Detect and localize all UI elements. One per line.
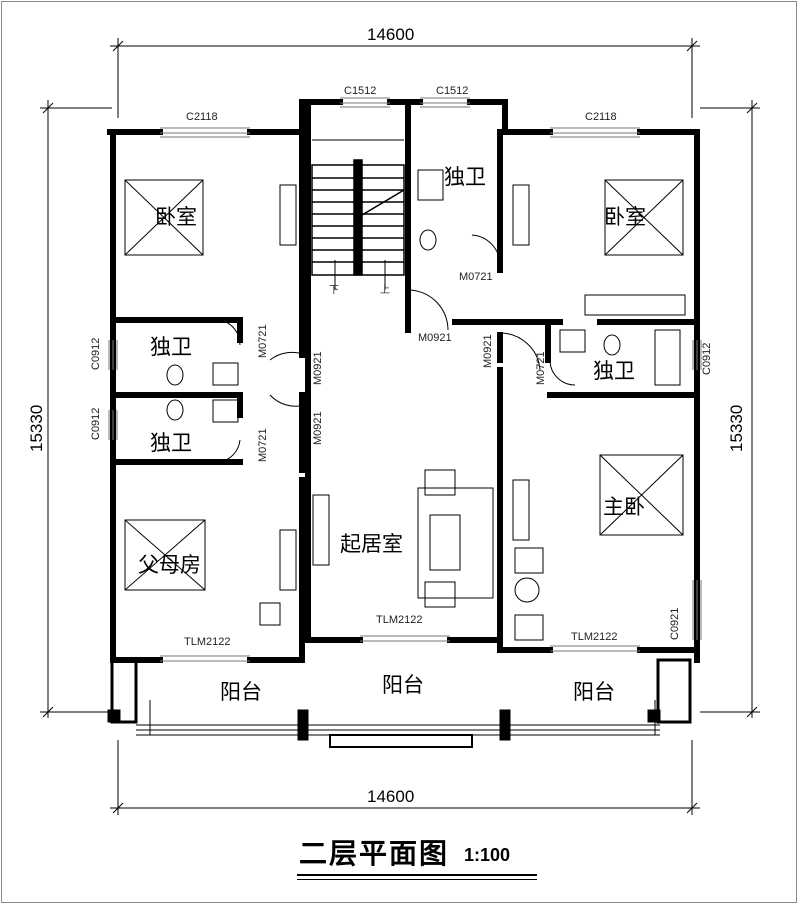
stair xyxy=(311,139,405,290)
door-m0721-right: M0721 xyxy=(535,351,547,385)
door-m0921-right: M0921 xyxy=(482,334,494,368)
room-label-balcony-left: 阳台 xyxy=(220,680,262,704)
door-m0921-left-1: M0921 xyxy=(312,351,324,385)
furniture xyxy=(166,169,686,641)
door-tlm2122-right: TLM2122 xyxy=(571,631,618,643)
window-c0921-right: C0921 xyxy=(669,607,681,640)
door-tlm2122-left: TLM2122 xyxy=(184,636,231,648)
room-label-balcony-center: 阳台 xyxy=(382,673,424,697)
door-tlm2122-center: TLM2122 xyxy=(376,614,423,626)
top-width-dimension: 14600 xyxy=(367,25,415,44)
window-c1512-right: C1512 xyxy=(436,85,469,97)
room-label-bath-left-1: 独卫 xyxy=(150,335,192,359)
dimension-lines xyxy=(40,38,760,815)
window-c1512-left: C1512 xyxy=(344,85,377,97)
left-depth-dimension: 15330 xyxy=(27,404,46,452)
room-label-bedroom-left: 卧室 xyxy=(155,205,197,229)
window-c2118-right: C2118 xyxy=(585,111,617,123)
door-m0921-stair: M0921 xyxy=(418,332,452,344)
right-depth-dimension: 15330 xyxy=(727,404,746,452)
title-underline-thick xyxy=(297,874,537,876)
door-m0721-top: M0721 xyxy=(459,271,493,283)
room-label-living-room: 起居室 xyxy=(340,532,403,556)
window-c0912-left-1: C0912 xyxy=(90,337,102,370)
balcony xyxy=(107,658,692,748)
stair-down-label: 下 xyxy=(329,285,339,296)
room-label-bath-right: 独卫 xyxy=(593,359,635,383)
room-label-bath-left-2: 独卫 xyxy=(150,431,192,455)
room-label-bedroom-right: 卧室 xyxy=(604,205,646,229)
window-c2118-left: C2118 xyxy=(186,111,218,123)
room-label-master-bedroom: 主卧 xyxy=(603,495,645,519)
room-label-balcony-right: 阳台 xyxy=(573,680,615,704)
beds xyxy=(124,179,684,591)
title-underline-thin xyxy=(297,879,537,880)
windows xyxy=(108,97,702,662)
bottom-width-dimension: 14600 xyxy=(367,787,415,806)
room-label-parents-room: 父母房 xyxy=(138,553,201,577)
stair-up-label: 上 xyxy=(380,285,390,296)
door-m0721-left-1: M0721 xyxy=(257,324,269,358)
plan-scale: 1:100 xyxy=(464,845,511,865)
window-c0912-left-2: C0912 xyxy=(90,407,102,440)
doors xyxy=(219,234,576,463)
room-label-bath-top: 独卫 xyxy=(444,165,486,189)
window-c0912-right: C0912 xyxy=(701,342,713,375)
plan-title: 二层平面图 xyxy=(299,837,450,870)
walls xyxy=(107,99,700,663)
door-m0721-left-2: M0721 xyxy=(257,428,269,462)
door-m0921-left-2: M0921 xyxy=(312,411,324,445)
